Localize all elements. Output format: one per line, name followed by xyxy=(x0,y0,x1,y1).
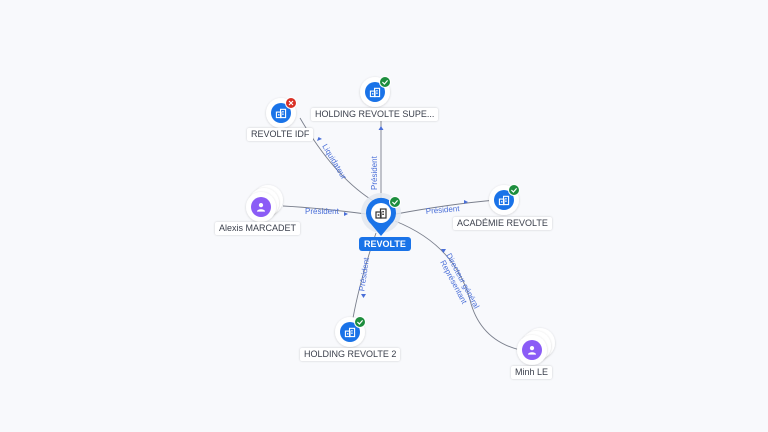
active-check-icon xyxy=(389,196,401,208)
center-node-label[interactable]: REVOLTE xyxy=(359,237,411,251)
node-label-academie-revolte[interactable]: ACADÉMIE REVOLTE xyxy=(453,217,552,230)
arrow-right xyxy=(464,200,468,204)
arrow-right xyxy=(344,212,348,216)
arrow-up xyxy=(378,126,384,130)
edge-minh-le[interactable] xyxy=(394,220,521,351)
edge-alexis-marcadet[interactable] xyxy=(282,205,367,215)
node-label-revolte-idf[interactable]: REVOLTE IDF xyxy=(247,128,314,141)
edge-academie-revolte[interactable] xyxy=(395,199,497,215)
node-minh-le[interactable] xyxy=(517,328,555,365)
node-label-minh-le[interactable]: Minh LE xyxy=(511,366,553,379)
node-alexis-marcadet[interactable] xyxy=(246,185,283,222)
node-label-alexis-marcadet[interactable]: Alexis MARCADET xyxy=(215,222,301,235)
node-revolte-idf[interactable] xyxy=(266,97,297,129)
node-label-holding-revolte-2[interactable]: HOLDING REVOLTE 2 xyxy=(300,348,401,361)
arrow-down xyxy=(361,294,366,298)
active-check-icon xyxy=(354,316,366,328)
active-check-icon xyxy=(379,76,391,88)
node-label-holding-revolte-supe[interactable]: HOLDING REVOLTE SUPE... xyxy=(311,108,439,121)
center-node[interactable] xyxy=(361,193,401,236)
edge-label: Président xyxy=(357,256,371,291)
edge-label: Président xyxy=(305,207,340,216)
node-academie-revolte[interactable] xyxy=(489,184,520,216)
edge-label: Président xyxy=(370,155,379,190)
node-holding-revolte-supe[interactable] xyxy=(360,76,391,108)
arrow-down xyxy=(441,249,446,253)
edge-arrows xyxy=(317,126,468,298)
active-check-icon xyxy=(508,184,520,196)
arrow-up xyxy=(317,137,322,141)
edge-label: Liquidateur xyxy=(320,142,348,181)
node-holding-revolte-2[interactable] xyxy=(335,316,366,348)
edge-label: Président xyxy=(425,204,460,216)
inactive-cross-icon xyxy=(285,97,297,109)
